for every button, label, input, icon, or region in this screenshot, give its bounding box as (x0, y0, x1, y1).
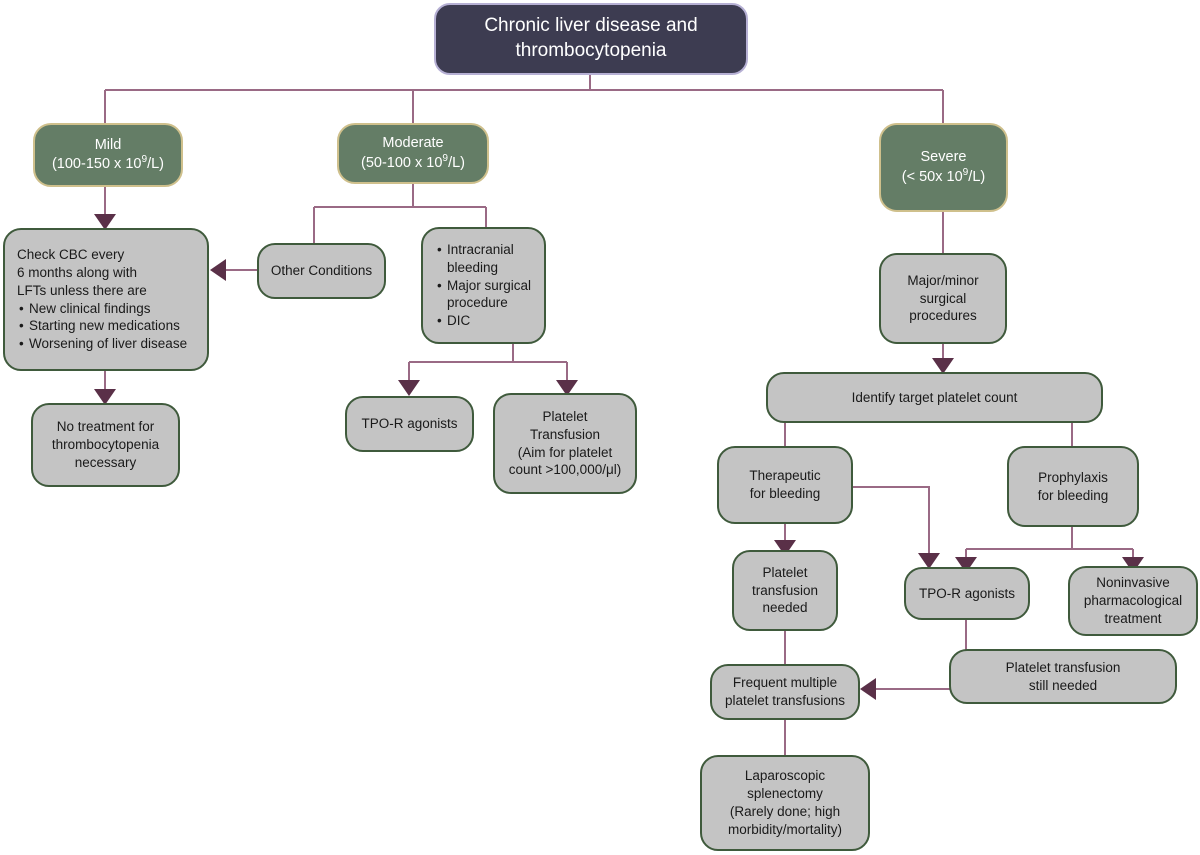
mild-box: Mild (100-150 x 109/L) (33, 123, 183, 187)
title-line-2: thrombocytopenia (515, 40, 667, 61)
tpo-agonists-moderate-label: TPO-R agonists (361, 416, 458, 432)
prophylaxis-line: for bleeding (1037, 487, 1109, 503)
check-cbc-line: LFTs unless there are (17, 282, 147, 298)
noninvasive-line: pharmacological (1083, 593, 1183, 609)
frequent-line: platelet transfusions (724, 693, 846, 708)
platelet-transfusion-needed-box: Platelet transfusion needed (732, 550, 838, 631)
moderate-conditions-box: Intracranial bleeding Major surgical pro… (421, 227, 546, 344)
moderate-condition-bullet: Intracranial bleeding (437, 241, 536, 277)
splenectomy-line: morbidity/mortality) (727, 821, 843, 837)
check-cbc-bullet: Worsening of liver disease (19, 335, 187, 353)
platelet-transfusion-line: Platelet (542, 408, 588, 424)
arrowhead (1122, 557, 1144, 573)
arrowhead (955, 557, 977, 573)
check-cbc-bullet: Starting new medications (19, 317, 187, 335)
tpo-agonists-moderate-box: TPO-R agonists (345, 396, 474, 452)
arrowhead (860, 678, 876, 700)
title-box: Chronic liver disease and thrombocytopen… (434, 3, 748, 75)
prophylaxis-line: Prophylaxis (1038, 469, 1108, 485)
splenectomy-line: Laparoscopic (744, 768, 826, 784)
identify-target-box: Identify target platelet count (766, 372, 1103, 423)
platelet-needed-line: needed (762, 600, 808, 616)
arrowhead (918, 553, 940, 569)
surgical-line: procedures (909, 308, 977, 324)
moderate-label: Moderate (382, 135, 444, 152)
platelet-still-needed-box: Platelet transfusion still needed (949, 649, 1177, 704)
severe-range: (< 50x 109/L) (901, 166, 986, 185)
platelet-transfusion-moderate-box: Platelet Transfusion (Aim for platelet c… (493, 393, 637, 494)
surgical-procedures-box: Major/minor surgical procedures (879, 253, 1007, 344)
moderate-conditions-bullets: Intracranial bleeding Major surgical pro… (435, 241, 536, 330)
still-needed-line: still needed (1028, 677, 1098, 693)
therapeutic-line: Therapeutic (749, 468, 821, 484)
no-treatment-box: No treatment for thrombocytopenia necess… (31, 403, 180, 487)
arrowhead (774, 540, 796, 556)
mild-label: Mild (94, 136, 122, 153)
splenectomy-line: (Rarely done; high (729, 804, 841, 819)
identify-target-label: Identify target platelet count (851, 389, 1018, 405)
therapeutic-box: Therapeutic for bleeding (717, 446, 853, 524)
arrowhead (398, 380, 420, 396)
other-conditions-label: Other Conditions (270, 263, 373, 279)
check-cbc-bullet: New clinical findings (19, 300, 187, 318)
platelet-needed-line: transfusion (751, 582, 819, 598)
platelet-transfusion-line: count >100,000/μl) (508, 462, 622, 478)
no-treatment-line: thrombocytopenia (51, 437, 160, 453)
frequent-transfusions-box: Frequent multiple platelet transfusions (710, 664, 860, 720)
frequent-line: Frequent multiple (732, 675, 838, 691)
title-line-1: Chronic liver disease and (484, 15, 698, 37)
arrowhead (94, 214, 116, 230)
no-treatment-line: necessary (74, 454, 137, 470)
moderate-condition-bullet: DIC (437, 312, 536, 330)
other-conditions-box: Other Conditions (257, 243, 386, 299)
noninvasive-treatment-box: Noninvasive pharmacological treatment (1068, 566, 1198, 636)
arrowhead (94, 389, 116, 405)
platelet-needed-line: Platelet (762, 564, 808, 580)
splenectomy-line: splenectomy (747, 786, 823, 802)
check-cbc-line: 6 months along with (17, 264, 138, 280)
moderate-condition-bullet: Major surgical procedure (437, 277, 536, 313)
surgical-line: surgical (919, 290, 967, 306)
prophylaxis-box: Prophylaxis for bleeding (1007, 446, 1139, 527)
check-cbc-box: Check CBC every 6 months along with LFTs… (3, 228, 209, 371)
moderate-range: (50-100 x 109/L) (361, 152, 465, 171)
noninvasive-line: Noninvasive (1096, 575, 1170, 591)
arrowhead (556, 380, 578, 396)
severe-label: Severe (920, 149, 967, 166)
tpo-agonists-severe-label: TPO-R agonists (918, 585, 1016, 601)
check-cbc-line: Check CBC every (17, 247, 125, 263)
platelet-transfusion-line: (Aim for platelet (517, 444, 613, 460)
no-treatment-line: No treatment for (56, 419, 155, 435)
connector (852, 486, 930, 553)
splenectomy-box: Laparoscopic splenectomy (Rarely done; h… (700, 755, 870, 851)
arrowhead (210, 259, 226, 281)
therapeutic-line: for bleeding (749, 486, 821, 501)
still-needed-line: Platelet transfusion (1005, 659, 1121, 675)
noninvasive-line: treatment (1104, 610, 1162, 626)
tpo-agonists-severe-box: TPO-R agonists (904, 567, 1030, 620)
check-cbc-bullets: New clinical findings Starting new medic… (17, 300, 187, 353)
surgical-line: Major/minor (907, 272, 979, 288)
moderate-box: Moderate (50-100 x 109/L) (337, 123, 489, 184)
arrowhead (932, 358, 954, 374)
platelet-transfusion-line: Transfusion (529, 426, 601, 442)
severe-box: Severe (< 50x 109/L) (879, 123, 1008, 212)
mild-range: (100-150 x 109/L) (51, 154, 165, 172)
